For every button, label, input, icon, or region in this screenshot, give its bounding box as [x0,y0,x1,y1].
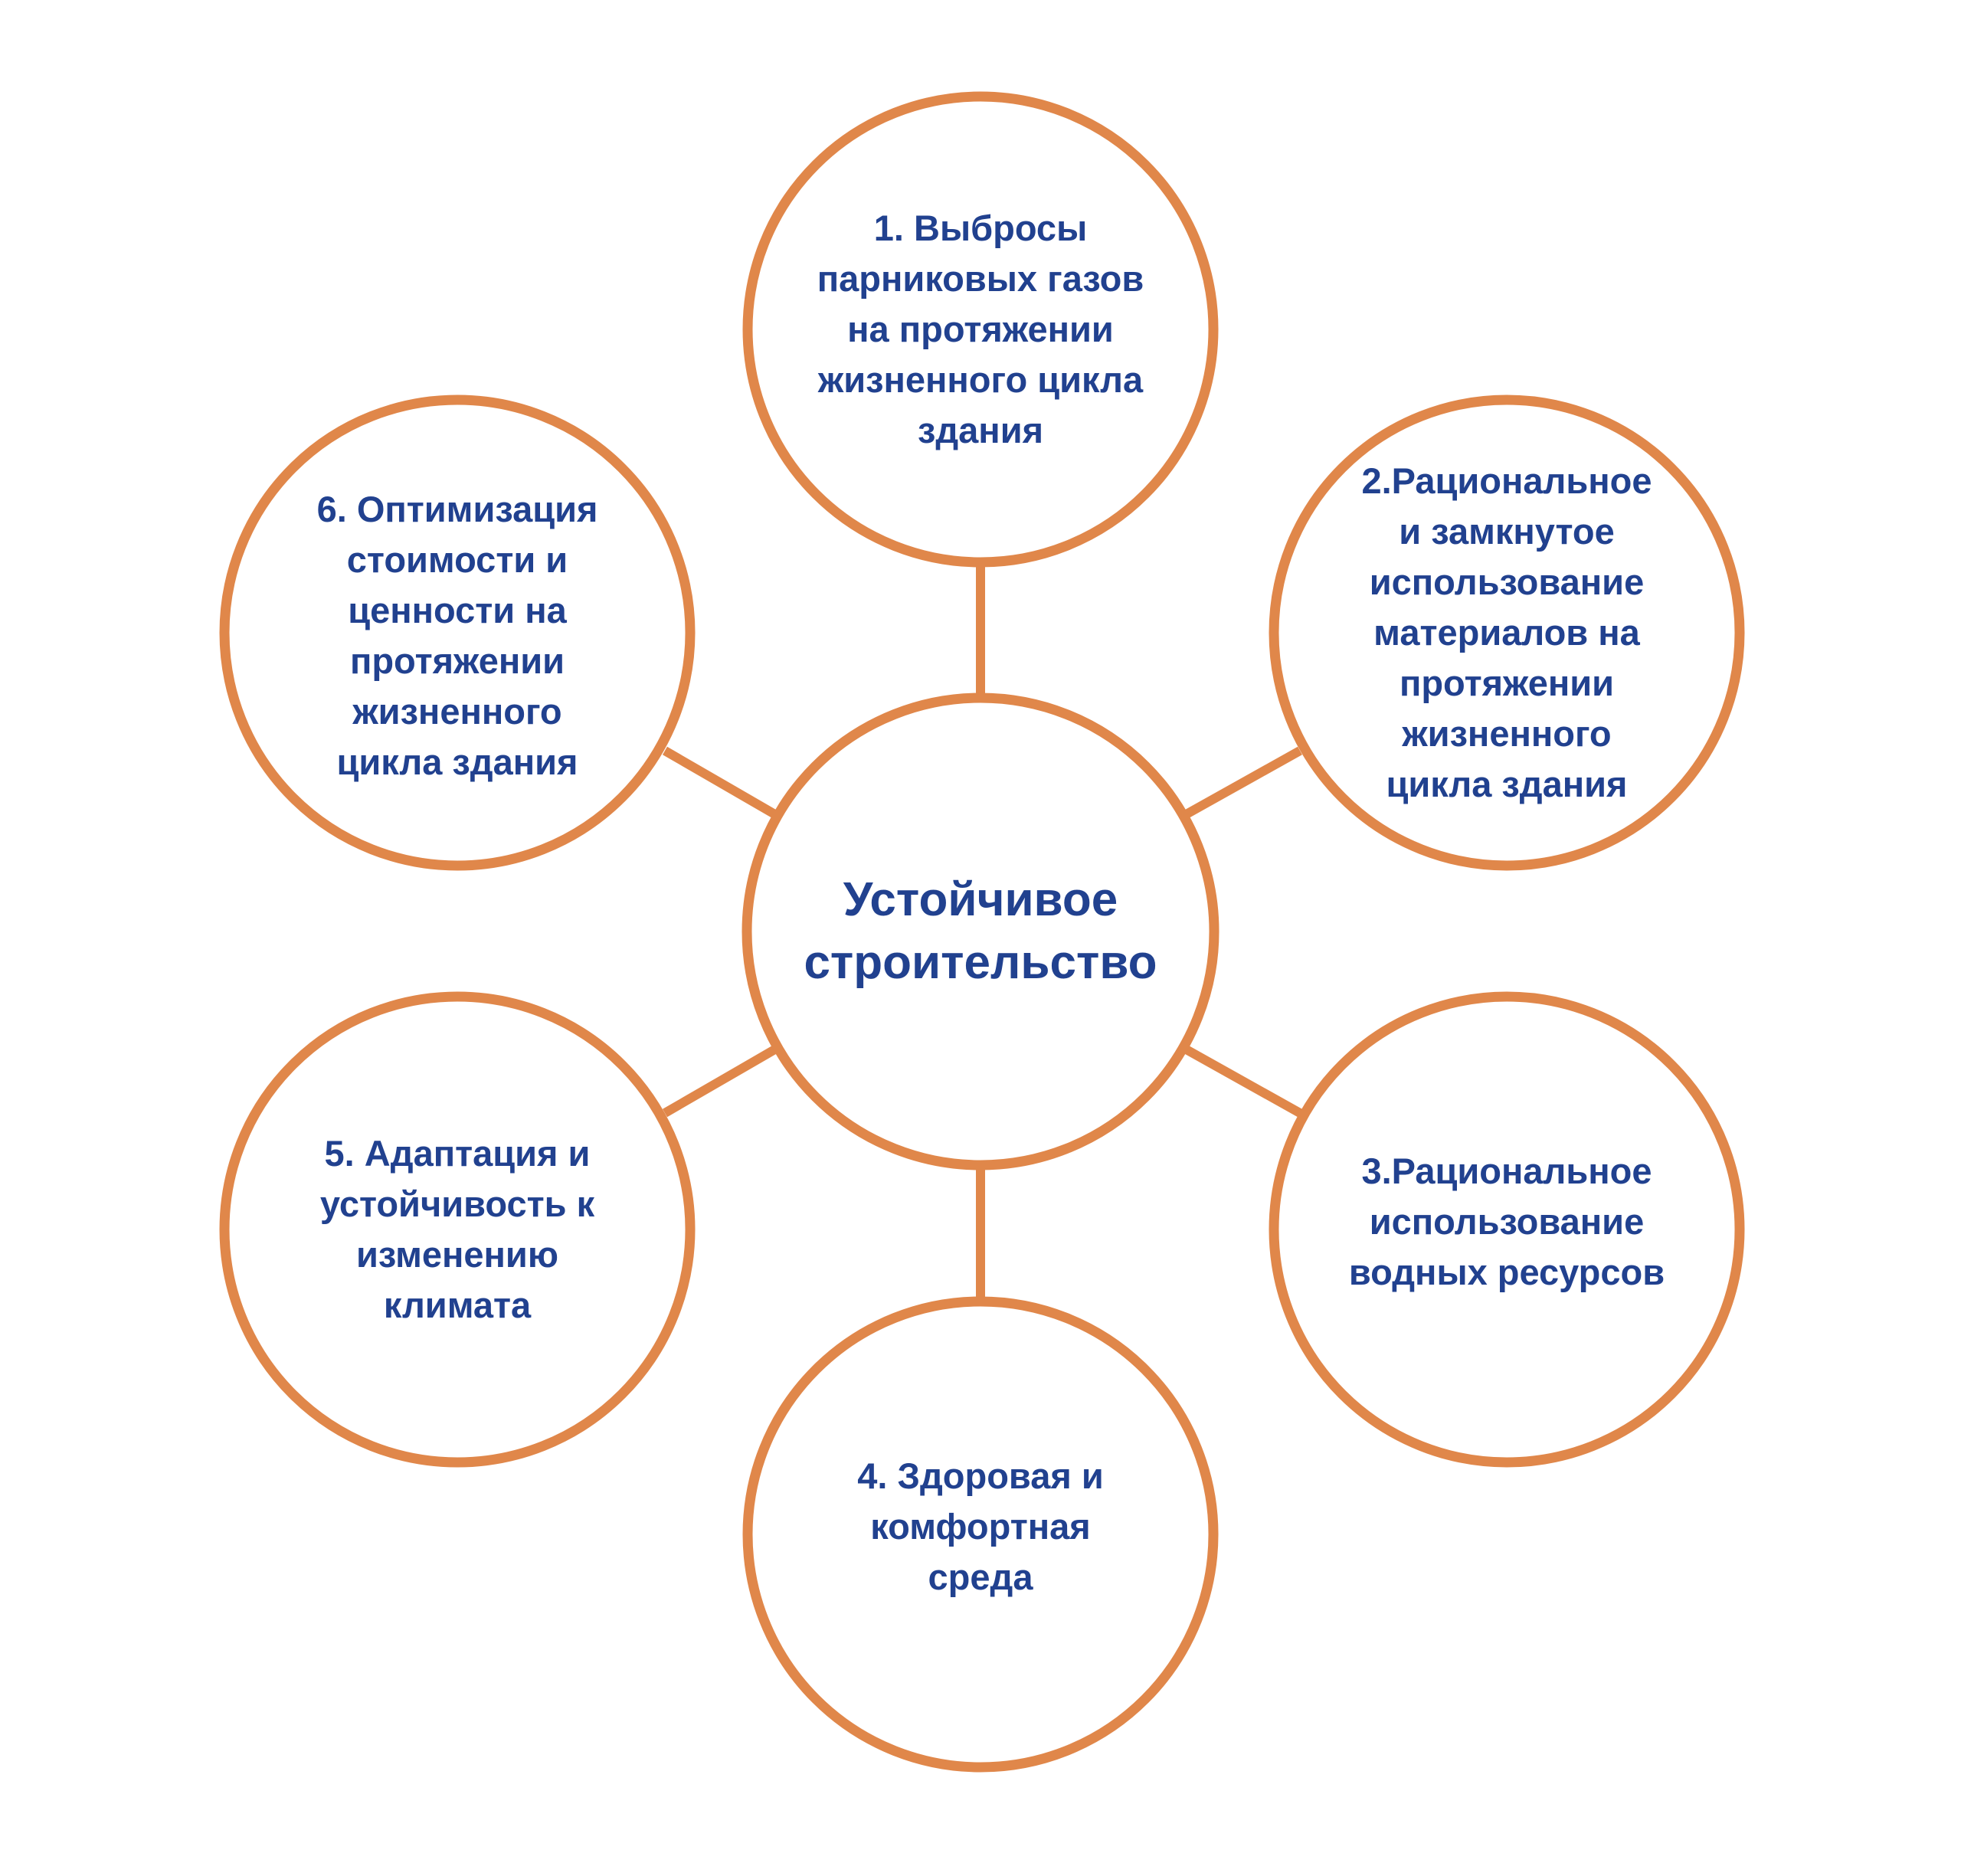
connector-node-6 [662,746,781,820]
node-1-circle [742,91,1219,568]
connector-node-3 [1181,1043,1302,1118]
node-3-label: 3.Рациональное использование водных ресу… [1348,1151,1665,1292]
connector-node-5 [662,1043,781,1118]
node-4-label: 4. Здоровая и комфортная среда [857,1455,1104,1597]
node-3-circle [1269,991,1745,1468]
node-2-label: 2.Рациональное и замкнутое использование… [1361,460,1652,804]
node-4-circle [742,1296,1219,1773]
center-circle [742,692,1219,1170]
node-5-label: 5. Адаптация и устойчивость к изменению … [319,1133,595,1325]
center-label: Устойчивое строительство [804,873,1157,989]
node-6-label: 6. Оптимизация стоимости и ценности на п… [316,489,598,782]
node-6-circle [219,395,696,871]
node-5-circle [219,991,696,1468]
node-2-circle [1269,395,1745,871]
node-1-label: 1. Выбросы парниковых газов на протяжени… [817,208,1144,450]
connector-node-2 [1181,746,1302,820]
